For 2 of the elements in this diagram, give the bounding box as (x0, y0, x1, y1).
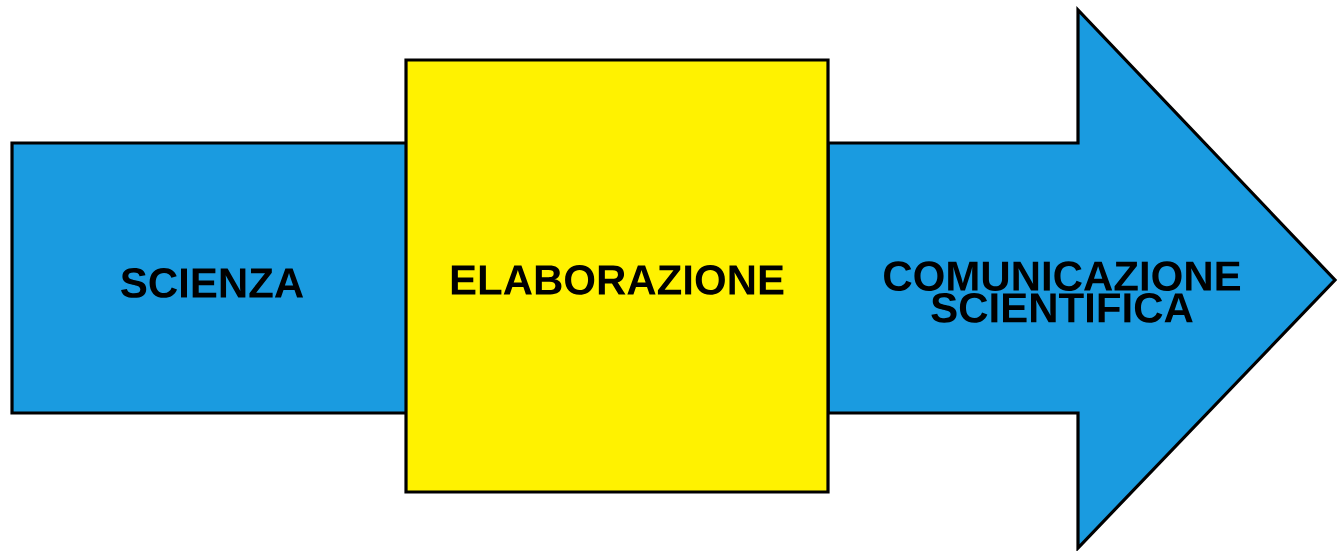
process-box: SCIENZA (10, 141, 410, 415)
process-box: ELABORAZIONE (404, 58, 830, 494)
